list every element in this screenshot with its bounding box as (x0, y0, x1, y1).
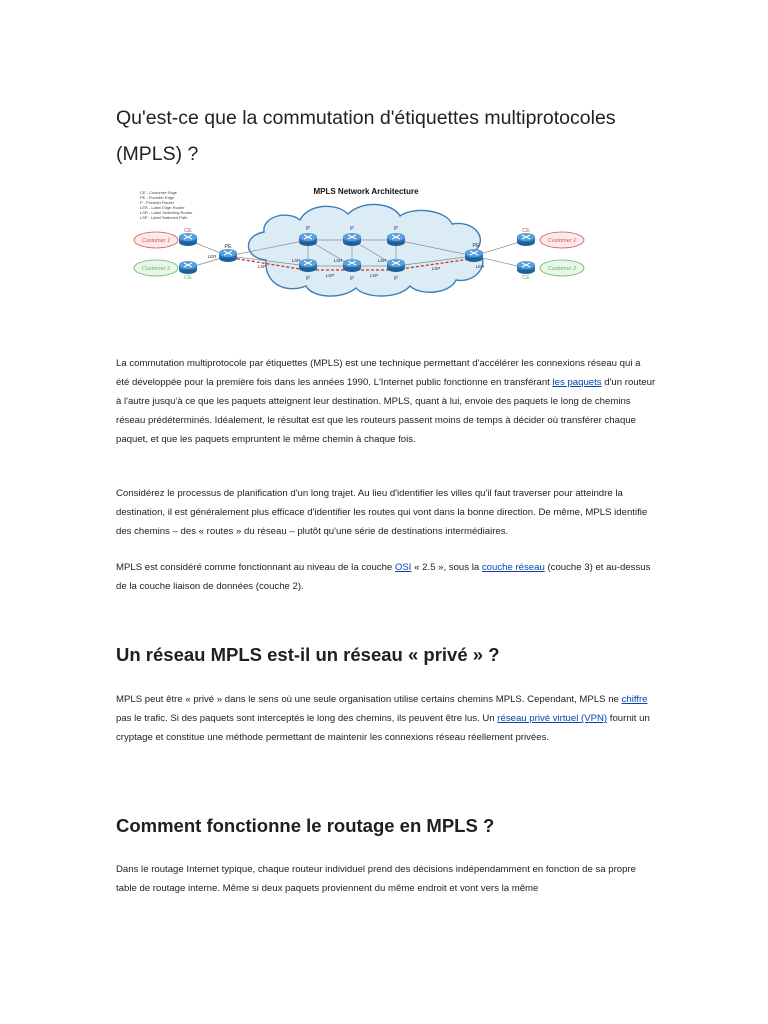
p-label: P (394, 276, 398, 282)
router-icon (342, 258, 362, 273)
lsr-label: LSR (292, 258, 302, 263)
link-chiffre[interactable]: chiffre (621, 694, 648, 705)
router-icon (516, 232, 536, 247)
mpls-diagram: MPLS Network Architecture CE - Customer … (116, 180, 608, 304)
lsp-label: LSP (370, 273, 379, 278)
ce-label: CE (184, 228, 192, 234)
section-heading-routing: Comment fonctionne le routage en MPLS ? (116, 815, 495, 836)
customer2-label: Customer 2 (142, 266, 170, 272)
p-label: P (306, 276, 310, 282)
paragraph-osi-layer: MPLS est considéré comme fonctionnant au… (116, 558, 656, 596)
customer-cloud-icon: Customer 1 (133, 231, 179, 249)
link-couche-reseau[interactable]: couche réseau (481, 562, 545, 573)
paragraph-intro: La commutation multiprotocole par étique… (116, 354, 656, 449)
lsr-label: LSR (334, 258, 344, 263)
router-icon (386, 258, 406, 273)
router-icon (386, 232, 406, 247)
p-label: P (306, 226, 310, 232)
link-les-paquets[interactable]: les paquets (552, 377, 602, 388)
router-icon (178, 260, 198, 275)
paragraph-text: fournit un cryptage et constitue une mét… (116, 713, 650, 743)
router-icon (178, 232, 198, 247)
legend-item: LSP - Label Switched Path (140, 215, 188, 220)
legend-item: P - Provider Router (140, 200, 175, 205)
paragraph-text: « 2.5 », sous la (411, 562, 482, 573)
lsp-label: LSP (432, 266, 441, 271)
section-heading-private: Un réseau MPLS est-il un réseau « privé … (116, 644, 500, 665)
mpls-network-diagram: MPLS Network Architecture CE - Customer … (133, 187, 585, 297)
paragraph-text: pas le trafic. Si des paquets sont inter… (116, 713, 498, 724)
ce-label: CE (522, 228, 530, 234)
paragraph-analogy: Considérez le processus de planification… (116, 488, 648, 537)
p-label: P (350, 226, 354, 232)
customer2-label: Customer 2 (548, 266, 576, 272)
legend-item: PE - Provider Edge (140, 195, 175, 200)
cloud-icon (247, 203, 484, 297)
customer1-label: Customer 1 (142, 238, 170, 244)
p-label: P (394, 226, 398, 232)
legend-item: LER - Label Edge Router (140, 205, 185, 210)
lsp-label: LSP (326, 273, 335, 278)
paragraph-text: d'un routeur à l'autre jusqu'à ce que le… (116, 377, 656, 445)
router-icon (298, 258, 318, 273)
link-osi[interactable]: OSI (394, 562, 412, 573)
pe-label: PE (224, 244, 232, 250)
diagram-heading: MPLS Network Architecture (313, 187, 419, 196)
link-vpn[interactable]: réseau privé virtuel (VPN) (497, 713, 608, 724)
customer-cloud-icon: Customer 1 (539, 231, 585, 249)
ce-label: CE (522, 275, 530, 281)
paragraph-text: MPLS peut être « privé » dans le sens où… (116, 694, 622, 705)
paragraph-text: MPLS est considéré comme fonctionnant au… (116, 562, 395, 573)
router-icon (342, 232, 362, 247)
page-title: Qu'est-ce que la commutation d'étiquette… (116, 107, 616, 165)
ce-label: CE (184, 275, 192, 281)
router-icon (464, 248, 484, 263)
legend-item: CE - Customer Edge (140, 190, 178, 195)
paragraph-routing: Dans le routage Internet typique, chaque… (116, 864, 637, 894)
router-icon (516, 260, 536, 275)
router-icon (218, 248, 238, 263)
router-icon (298, 232, 318, 247)
pe-label: PE (472, 243, 480, 249)
paragraph-private: MPLS peut être « privé » dans le sens où… (116, 690, 656, 747)
p-label: P (350, 276, 354, 282)
lsr-label: LSR (378, 258, 388, 263)
paragraph-text: La commutation multiprotocole par étique… (116, 358, 641, 388)
legend-item: LSR - Label Switching Router (140, 210, 193, 215)
ler-label: LER (208, 254, 218, 259)
ler-label: LER (476, 264, 486, 269)
customer1-label: Customer 1 (548, 238, 576, 244)
customer-cloud-icon: Customer 2 (133, 259, 179, 277)
diagram-legend: CE - Customer Edge PE - Provider Edge P … (140, 190, 193, 220)
paragraph-text: (couche 3) et au-dessus de la couche lia… (116, 562, 651, 592)
lsp-label: LSP (258, 264, 267, 269)
customer-cloud-icon: Customer 2 (539, 259, 585, 277)
